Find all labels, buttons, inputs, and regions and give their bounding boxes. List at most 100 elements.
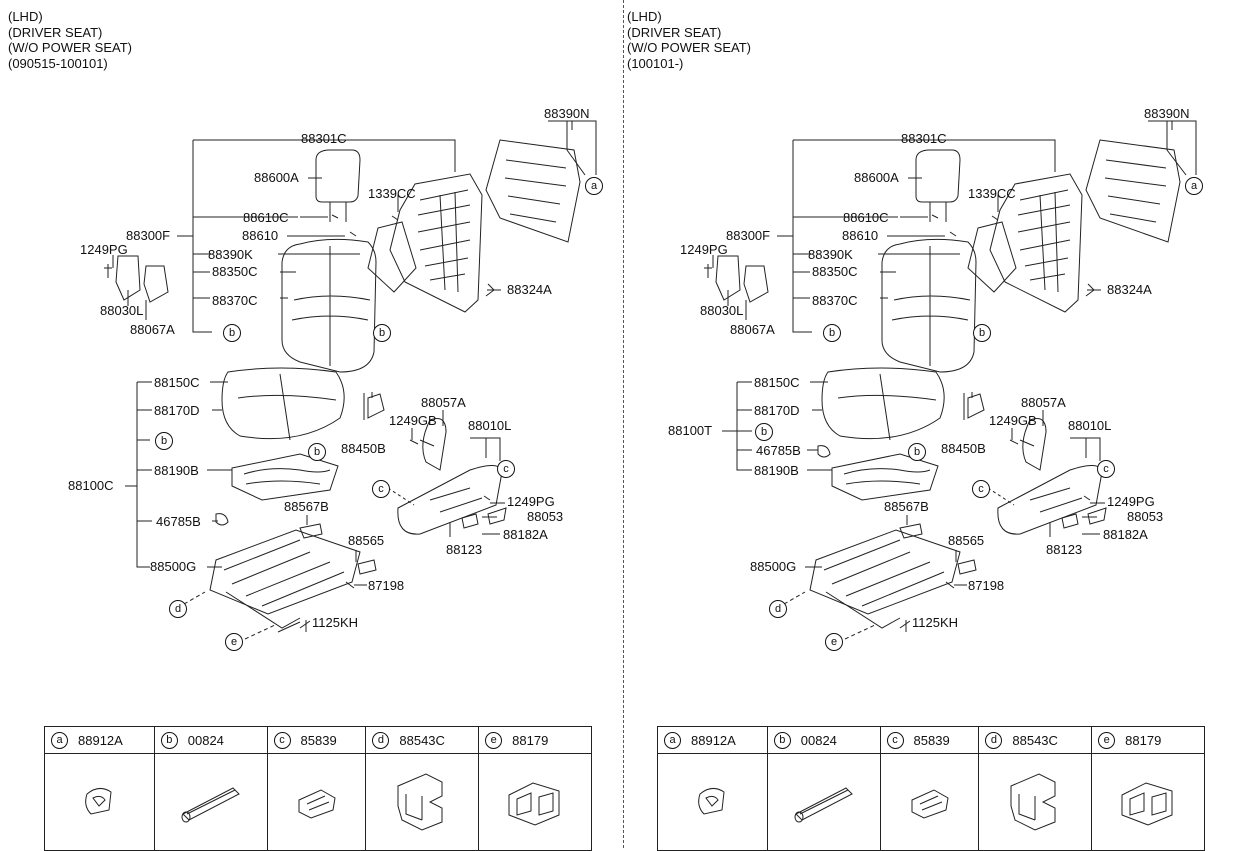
- part-88565-label: 88565: [948, 533, 985, 548]
- part-88370C-label: 88370C: [812, 293, 858, 308]
- part-46785B-label: 46785B: [156, 514, 201, 529]
- callout-e: e: [225, 633, 243, 651]
- part-88057A-label: 88057A: [1021, 395, 1066, 410]
- part-88390N-label: 88390N: [544, 106, 590, 121]
- part-1125KH-label: 1125KH: [312, 615, 359, 630]
- part-88190B-label: 88190B: [154, 463, 199, 478]
- callout-b: b: [755, 423, 773, 441]
- header-line: (090515-100101): [8, 55, 108, 71]
- part-88030L-label: 88030L: [700, 303, 744, 318]
- part-88067A-label: 88067A: [730, 322, 775, 337]
- callout-b: b: [373, 324, 391, 342]
- part-88324A-label: 88324A: [1107, 282, 1152, 297]
- part-88067A-label: 88067A: [130, 322, 175, 337]
- part-88123-label: 88123: [446, 542, 483, 557]
- part-88390N-label: 88390N: [1144, 106, 1190, 121]
- part-88450B-label: 88450B: [341, 441, 386, 456]
- part-1339CC-label: 1339CC: [368, 186, 416, 201]
- part-88010L-label: 88010L: [1068, 418, 1112, 433]
- part-88390K-label: 88390K: [208, 247, 253, 262]
- part-88301C-label: 88301C: [901, 131, 947, 146]
- header-line: (W/O POWER SEAT): [8, 40, 132, 55]
- callout-b: b: [973, 324, 991, 342]
- part-88170D-label: 88170D: [754, 403, 800, 418]
- callout-b: b: [223, 324, 241, 342]
- header-line: (DRIVER SEAT): [8, 24, 103, 40]
- tube-00824-icon: [153, 753, 268, 851]
- clip-88179-icon: [478, 753, 592, 851]
- part-88567B-label: 88567B: [284, 499, 329, 514]
- left-header: (LHD) (DRIVER SEAT) (W/O POWER SEAT) (09…: [8, 9, 132, 71]
- part-1249PG-label: 1249PG: [507, 494, 555, 509]
- part-1249PG-label: 1249PG: [1107, 494, 1155, 509]
- right-header: (LHD) (DRIVER SEAT) (W/O POWER SEAT) (10…: [627, 9, 751, 71]
- part-88565-label: 88565: [348, 533, 385, 548]
- part-88350C-label: 88350C: [212, 264, 258, 279]
- part-88301C-label: 88301C: [301, 131, 347, 146]
- left-seat-diagram: [104, 120, 597, 640]
- part-88123-label: 88123: [1046, 542, 1083, 557]
- part-88390K-label: 88390K: [808, 247, 853, 262]
- clip-85839-icon: [266, 753, 367, 851]
- header-line: (LHD): [627, 9, 662, 24]
- part-88300F-label: 88300F: [726, 228, 771, 243]
- header-line: (100101-): [627, 55, 684, 71]
- part-88182A-label: 88182A: [1103, 527, 1148, 542]
- panel-divider: [623, 0, 624, 848]
- part-88610C-label: 88610C: [843, 210, 889, 225]
- part-88100C-label: 88100C: [68, 478, 114, 493]
- callout-d: d: [769, 600, 787, 618]
- clip-85839-icon: [879, 753, 980, 851]
- clip-88912A-icon: [657, 753, 768, 851]
- part-88600A-label: 88600A: [254, 170, 299, 185]
- part-1249PG-label: 1249PG: [80, 242, 128, 257]
- header-line: (LHD): [8, 9, 43, 24]
- part-88030L-label: 88030L: [100, 303, 144, 318]
- clip-88543C-icon: [978, 753, 1093, 851]
- part-88053-label: 88053: [527, 509, 564, 524]
- callout-b: b: [823, 324, 841, 342]
- header-line: (W/O POWER SEAT): [627, 40, 751, 55]
- part-1249GB-label: 1249GB: [989, 413, 1037, 428]
- callout-e: e: [825, 633, 843, 651]
- callout-a: a: [1185, 177, 1203, 195]
- part-88450B-label: 88450B: [941, 441, 986, 456]
- part-88053-label: 88053: [1127, 509, 1164, 524]
- callout-b: b: [908, 443, 926, 461]
- clip-88543C-icon: [365, 753, 480, 851]
- callout-c: c: [972, 480, 990, 498]
- part-88610-label: 88610: [842, 228, 879, 243]
- part-88567B-label: 88567B: [884, 499, 929, 514]
- callout-c: c: [372, 480, 390, 498]
- header-line: (DRIVER SEAT): [627, 24, 722, 40]
- right-seat-diagram: [704, 120, 1197, 640]
- part-1249GB-label: 1249GB: [389, 413, 437, 428]
- part-88100T-label: 88100T: [668, 423, 713, 438]
- part-88610-label: 88610: [242, 228, 279, 243]
- part-1249PG-label: 1249PG: [680, 242, 728, 257]
- part-88170D-label: 88170D: [154, 403, 200, 418]
- part-87198-label: 87198: [368, 578, 405, 593]
- part-88350C-label: 88350C: [812, 264, 858, 279]
- part-88500G-label: 88500G: [150, 559, 197, 574]
- part-88150C-label: 88150C: [754, 375, 800, 390]
- callout-c: c: [497, 460, 515, 478]
- tube-00824-icon: [766, 753, 881, 851]
- part-88370C-label: 88370C: [212, 293, 258, 308]
- part-88610C-label: 88610C: [243, 210, 289, 225]
- part-87198-label: 87198: [968, 578, 1005, 593]
- clip-88912A-icon: [44, 753, 155, 851]
- callout-c: c: [1097, 460, 1115, 478]
- callout-b: b: [308, 443, 326, 461]
